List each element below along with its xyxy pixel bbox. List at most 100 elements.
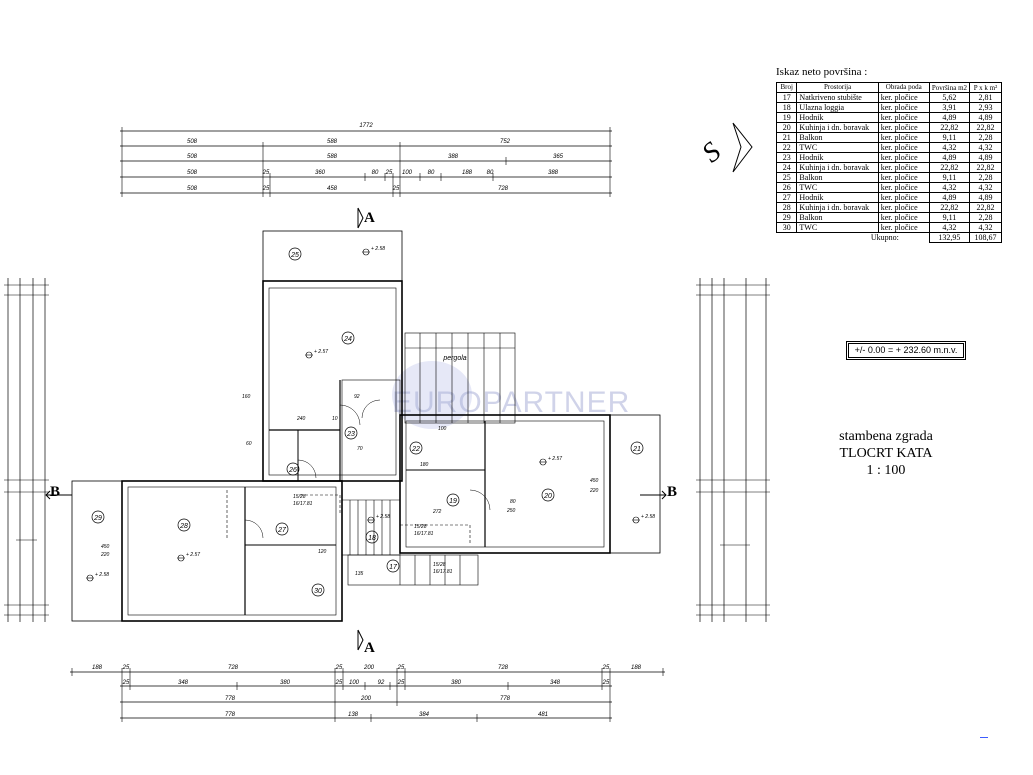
svg-text:S: S (696, 136, 727, 169)
top-dim-labels: 508 588 752 508 588 388 365 508 25 360 8… (187, 139, 564, 192)
stair-labels: 15/28 16/17.81 15/28 16/17.81 15/28 16/1… (293, 494, 453, 575)
area-table-cell: 28 (775, 202, 798, 213)
area-table-cell: 4,89 (928, 152, 971, 163)
area-table-cell: 21 (775, 132, 798, 143)
area-table-cell: 4,89 (969, 152, 1002, 163)
svg-text:728: 728 (498, 186, 509, 192)
watermark: EUROPARTNER (392, 361, 629, 429)
section-labels: A A B B (50, 210, 677, 656)
drawing-title-line1: stambena zgrada (839, 429, 933, 444)
svg-text:29: 29 (93, 515, 102, 522)
svg-text:23: 23 (346, 431, 355, 438)
svg-text:135: 135 (355, 571, 364, 577)
room-number-labels: 17 18 19 20 21 22 23 24 25 26 27 28 29 3… (93, 252, 641, 595)
pergola (404, 332, 516, 424)
svg-text:27: 27 (277, 527, 287, 534)
svg-text:25: 25 (335, 665, 343, 671)
svg-text:365: 365 (553, 154, 564, 160)
svg-text:752: 752 (500, 139, 511, 145)
area-table-cell: 2,81 (969, 92, 1002, 103)
area-table-cell: 4,32 (969, 182, 1002, 193)
bottom-dimension-chains: 188 25 728 25 200 25 728 25 188 25 348 3… (70, 665, 665, 722)
svg-text:200: 200 (363, 665, 375, 671)
area-table-cell: 22,82 (928, 122, 971, 133)
svg-text:16/17.81: 16/17.81 (414, 531, 434, 537)
area-table-cell: 4,32 (969, 222, 1002, 233)
total-label: Ukupno: (776, 232, 930, 243)
area-table-cell: 9,11 (928, 132, 971, 143)
svg-text:348: 348 (178, 680, 189, 686)
area-table-cell: ker. pločice (877, 172, 930, 183)
svg-text:92: 92 (378, 680, 385, 686)
svg-text:A: A (364, 210, 375, 226)
svg-text:28: 28 (179, 523, 188, 530)
corner-mark (980, 737, 988, 738)
area-table-cell: 9,11 (928, 212, 971, 223)
area-table-total-row: Ukupno: 132,95 108,67 (776, 232, 1002, 243)
area-table-cell: 2,28 (969, 132, 1002, 143)
svg-text:458: 458 (327, 186, 338, 192)
area-table-cell: 20 (775, 122, 798, 133)
area-table-cell: ker. pločice (877, 152, 930, 163)
svg-text:15/28: 15/28 (433, 562, 446, 568)
svg-text:80: 80 (510, 499, 516, 505)
svg-text:25: 25 (262, 186, 270, 192)
svg-text:778: 778 (500, 696, 511, 702)
svg-text:+ 2.58: + 2.58 (95, 572, 109, 578)
svg-text:22: 22 (411, 446, 420, 453)
level-reference-box: +/- 0.00 = + 232.60 m.n.v. (846, 341, 966, 360)
area-table-cell: ker. pločice (877, 162, 930, 173)
area-table-cell: Hodnik (796, 192, 879, 203)
svg-text:220: 220 (100, 552, 110, 558)
area-table-cell: 24 (775, 162, 798, 173)
area-table-cell: 4,32 (928, 182, 971, 193)
svg-text:+ 2.58: + 2.58 (376, 514, 390, 520)
svg-text:188: 188 (631, 665, 642, 671)
svg-text:272: 272 (432, 509, 442, 515)
svg-text:240: 240 (296, 416, 306, 422)
area-table-cell: 17 (775, 92, 798, 103)
svg-text:25: 25 (262, 170, 270, 176)
area-table-cell: 2,28 (969, 172, 1002, 183)
svg-text:120: 120 (318, 549, 327, 555)
section-marks (45, 207, 667, 651)
svg-text:25: 25 (397, 665, 405, 671)
area-table-cell: 22,82 (969, 162, 1002, 173)
svg-text:B: B (50, 484, 60, 500)
area-table-cell: Balkon (796, 172, 879, 183)
svg-text:+ 2.58: + 2.58 (371, 246, 385, 252)
svg-text:450: 450 (101, 544, 110, 550)
svg-text:388: 388 (448, 154, 459, 160)
svg-text:20: 20 (543, 493, 552, 500)
area-table-block: Iskaz neto površina : Broj Prostorija Ob… (775, 66, 1002, 243)
svg-text:100: 100 (402, 170, 413, 176)
svg-text:220: 220 (589, 488, 599, 494)
area-table-cell: 18 (775, 102, 798, 113)
area-table-cell: Hodnik (796, 152, 879, 163)
top-dimension-chains: 1772 508 588 752 508 588 388 365 508 25 … (120, 123, 612, 197)
dim-overall: 1772 (359, 123, 373, 129)
area-table-cell: ker. pločice (877, 222, 930, 233)
svg-text:348: 348 (550, 680, 561, 686)
area-table-cell: ker. pločice (877, 122, 930, 133)
svg-text:80: 80 (487, 170, 494, 176)
level-markers (86, 248, 640, 582)
svg-text:92: 92 (354, 394, 360, 400)
area-table-cell: 4,89 (928, 112, 971, 123)
svg-text:180: 180 (420, 462, 429, 468)
svg-text:25: 25 (335, 680, 343, 686)
pergola-label: pergola (442, 355, 466, 362)
svg-text:25: 25 (602, 680, 610, 686)
svg-text:25: 25 (122, 665, 130, 671)
svg-text:188: 188 (462, 170, 473, 176)
area-table-cell: 4,32 (928, 222, 971, 233)
svg-text:10: 10 (332, 416, 338, 422)
svg-text:70: 70 (357, 446, 363, 452)
area-table-cell: 22,82 (928, 202, 971, 213)
